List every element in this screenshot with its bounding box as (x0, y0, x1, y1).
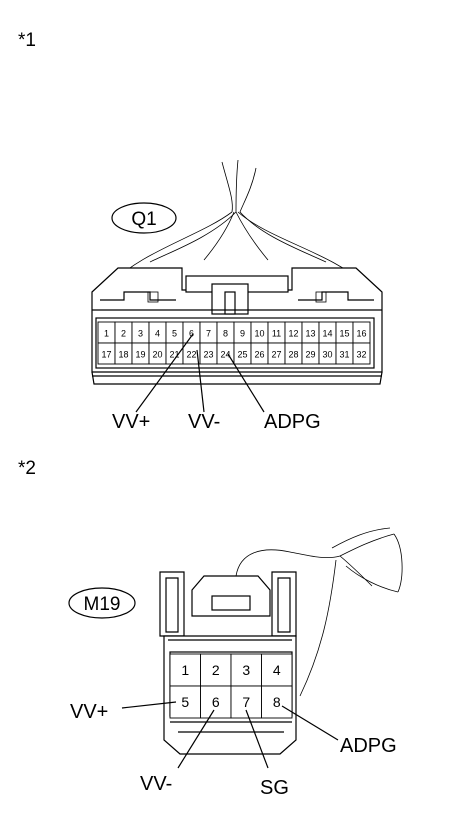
wire-harness-m19 (235, 527, 403, 697)
pin-cell (200, 685, 232, 719)
pin-label-10: 10 (254, 329, 264, 339)
connector-m19: *2 M19 1 2 3 4 5 6 7 8 (18, 458, 403, 799)
pin-label-20: 20 (152, 350, 162, 360)
pin-label-3: 3 (242, 662, 250, 678)
pin-label-3: 3 (138, 329, 143, 339)
pin-label-7: 7 (206, 329, 211, 339)
pin-label-11: 11 (272, 329, 281, 339)
pin-label-15: 15 (339, 329, 349, 339)
pin-label-22: 22 (186, 350, 196, 360)
pin-label-16: 16 (356, 329, 366, 339)
pin-label-9: 9 (240, 329, 245, 339)
callout-adpg-m19: ADPG (340, 735, 397, 757)
callout-vv-minus-q1: VV- (188, 411, 220, 433)
leader-lines-q1 (135, 333, 265, 413)
pin-label-4: 4 (155, 329, 160, 339)
pin-label-26: 26 (254, 350, 264, 360)
pin-label-19: 19 (135, 350, 145, 360)
marker-2: *2 (18, 458, 36, 479)
pin-label-17: 17 (101, 350, 111, 360)
pin-label-5: 5 (172, 329, 177, 339)
connector-id-m19: M19 (84, 594, 121, 615)
pin-label-14: 14 (322, 329, 332, 339)
pin-cell (352, 342, 371, 365)
marker-1: *1 (18, 30, 36, 51)
pin-label-12: 12 (288, 329, 298, 339)
leader-lines-m19 (121, 701, 339, 769)
callout-adpg-q1: ADPG (264, 411, 321, 433)
connector-id-q1: Q1 (131, 209, 156, 230)
pin-label-8: 8 (223, 329, 228, 339)
callout-vv-minus-m19: VV- (140, 773, 172, 795)
connector-id-oval-m19 (68, 587, 136, 619)
pin-label-29: 29 (305, 350, 315, 360)
pin-label-7: 7 (242, 694, 250, 710)
pin-label-4: 4 (273, 662, 281, 678)
pin-label-32: 32 (356, 350, 366, 360)
pin-cell (261, 685, 293, 719)
connector-q1: *1 Q1 (18, 30, 383, 433)
pin-label-25: 25 (237, 350, 247, 360)
pin-cell (230, 653, 262, 687)
pin-label-8: 8 (273, 694, 281, 710)
pin-label-6: 6 (189, 329, 194, 339)
callout-vv-plus-m19: VV+ (70, 701, 108, 723)
connector-id-oval-q1 (111, 202, 177, 234)
callout-sg-m19: SG (260, 777, 289, 799)
pin-label-24: 24 (220, 350, 230, 360)
pin-grid-m19: 1 2 3 4 5 6 7 8 (169, 653, 293, 719)
pin-label-30: 30 (322, 350, 332, 360)
pin-label-2: 2 (121, 329, 126, 339)
pin-label-6: 6 (212, 694, 220, 710)
pin-label-21: 21 (169, 350, 179, 360)
pin-label-13: 13 (305, 329, 315, 339)
pin-label-31: 31 (339, 350, 349, 360)
pin-cell (230, 685, 262, 719)
pin-label-28: 28 (288, 350, 298, 360)
pin-label-1: 1 (181, 662, 189, 678)
pin-label-5: 5 (181, 694, 189, 710)
pin-label-1: 1 (104, 329, 109, 339)
pin-label-23: 23 (203, 350, 213, 360)
pin-label-2: 2 (212, 662, 220, 678)
pin-label-27: 27 (271, 350, 281, 360)
pin-label-18: 18 (118, 350, 128, 360)
callout-vv-plus-q1: VV+ (112, 411, 150, 433)
